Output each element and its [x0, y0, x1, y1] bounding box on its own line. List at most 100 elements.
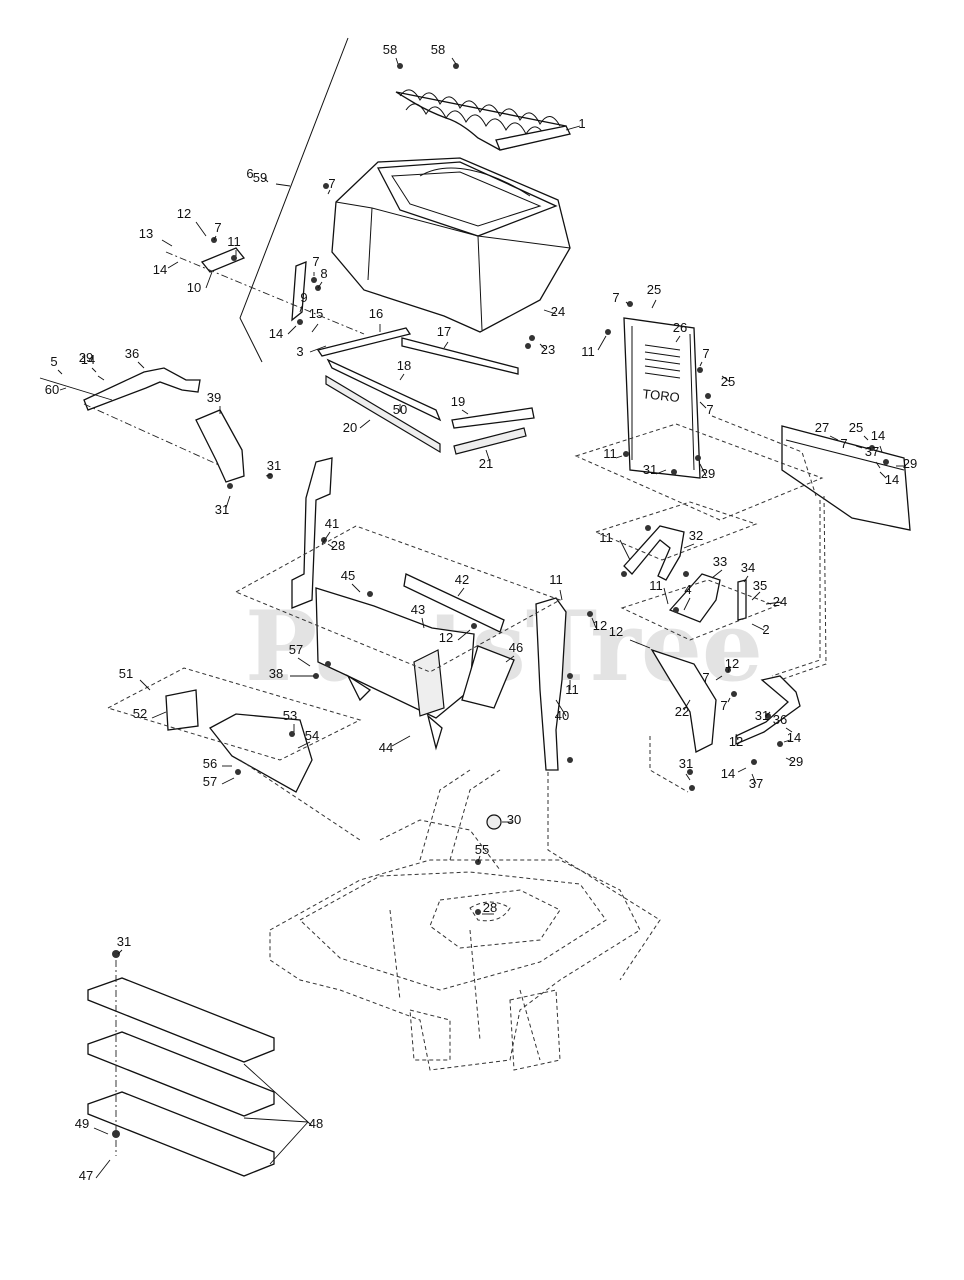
callout-7: 7 [213, 220, 222, 241]
callout-12: 12 [439, 629, 471, 645]
callout-leader [685, 773, 691, 781]
callout-leader [93, 1127, 109, 1135]
callout-12: 12 [725, 656, 739, 673]
callout-number: 12 [725, 656, 739, 671]
callout-leader [751, 773, 757, 785]
callout-number: 45 [341, 568, 355, 583]
callout-54: 54 [297, 728, 319, 749]
callout-57: 57 [203, 774, 235, 789]
callout-7: 7 [612, 290, 629, 305]
callout-number: 52 [133, 706, 147, 721]
callout-27: 27 [815, 420, 839, 441]
callout-number: 26 [673, 320, 687, 335]
callout-leader [167, 261, 179, 269]
callout-number: 44 [379, 740, 393, 755]
callout-30: 30 [502, 812, 521, 827]
callout-8: 8 [317, 266, 328, 289]
callout-number: 11 [565, 682, 579, 697]
callout-number: 5 [50, 354, 57, 369]
hardware-markers [112, 63, 889, 1138]
callout-24: 24 [543, 304, 565, 319]
callout-leader [457, 587, 465, 597]
callout-number: 11 [227, 234, 241, 249]
callout-53: 53 [283, 708, 297, 732]
callout-leader [57, 369, 63, 375]
callout-number: 29 [789, 754, 803, 769]
callout-leader [477, 855, 481, 863]
callout-leader [309, 345, 327, 353]
callout-leader [619, 539, 631, 561]
callout-number: 29 [701, 466, 715, 481]
callout-leader [59, 387, 67, 391]
callout-37: 37 [749, 773, 763, 791]
callout-number: 1 [578, 116, 585, 131]
callout-33: 33 [711, 554, 727, 579]
callout-leader [457, 629, 471, 641]
callout-leader [699, 361, 703, 367]
callout-31: 31 [215, 495, 231, 517]
callout-number: 12 [593, 618, 607, 633]
callout-number: 55 [475, 842, 489, 857]
callout-leader [505, 655, 515, 663]
part-10-plate [200, 247, 246, 273]
callout-number: 38 [269, 666, 283, 681]
mower-chassis-frame [269, 769, 641, 1071]
callout-leader [615, 455, 623, 459]
callout-leader [751, 623, 765, 631]
callout-44: 44 [379, 735, 411, 755]
part-36-left-bracket [83, 367, 201, 411]
part-26-mount-plate: TORO [623, 317, 701, 479]
callout-leader [399, 373, 405, 381]
callout-leader [265, 473, 273, 477]
callout-number: 25 [721, 374, 735, 389]
callout-leader [651, 299, 657, 309]
callout-number: 4 [684, 582, 691, 597]
part-39-plate [195, 409, 245, 483]
callout-leader [311, 323, 319, 333]
callout-leader [655, 469, 667, 475]
callout-32: 32 [683, 528, 703, 549]
callout-24: 24 [765, 594, 787, 609]
routing-right [711, 415, 821, 677]
callout-19: 19 [451, 394, 469, 415]
callout-leader [559, 589, 563, 601]
callout-number: 58 [383, 42, 397, 57]
callout-number: 47 [79, 1168, 93, 1183]
callout-18: 18 [397, 358, 411, 381]
callout-leader [715, 675, 723, 681]
callout-leader [785, 727, 793, 733]
routing-mid [547, 772, 661, 981]
callout-47: 47 [79, 1159, 111, 1183]
callout-28: 28 [327, 538, 345, 553]
callout-leader [195, 221, 207, 237]
callout-number: 36 [125, 346, 139, 361]
toro-decal: TORO [642, 386, 681, 405]
callout-leader [297, 657, 311, 667]
callout-number: 10 [187, 280, 201, 295]
callout-leader [327, 543, 335, 549]
parts-16-21-strips [316, 327, 535, 455]
callout-leader [461, 409, 469, 415]
callout-12: 12 [591, 617, 607, 633]
callout-60: 60 [45, 382, 67, 397]
callout-leader [751, 591, 761, 601]
callout-16: 16 [369, 306, 383, 332]
callout-leader [225, 495, 231, 509]
callout-leader [783, 739, 791, 743]
callout-leader [735, 733, 739, 741]
callout-number: 7 [720, 698, 727, 713]
callout-leader [765, 711, 771, 717]
callout-leader [879, 445, 883, 453]
callout-number: 24 [773, 594, 787, 609]
callout-11: 11 [581, 335, 607, 359]
callout-leader [683, 597, 691, 611]
callout-11: 11 [649, 578, 669, 605]
callout-number: 28 [483, 900, 497, 915]
callout-37: 37 [865, 444, 881, 469]
callout-number: 12 [439, 630, 453, 645]
callout-number: 27 [815, 420, 829, 435]
callout-number: 37 [749, 776, 763, 791]
callout-leader [785, 757, 795, 763]
callout-42: 42 [455, 572, 469, 597]
